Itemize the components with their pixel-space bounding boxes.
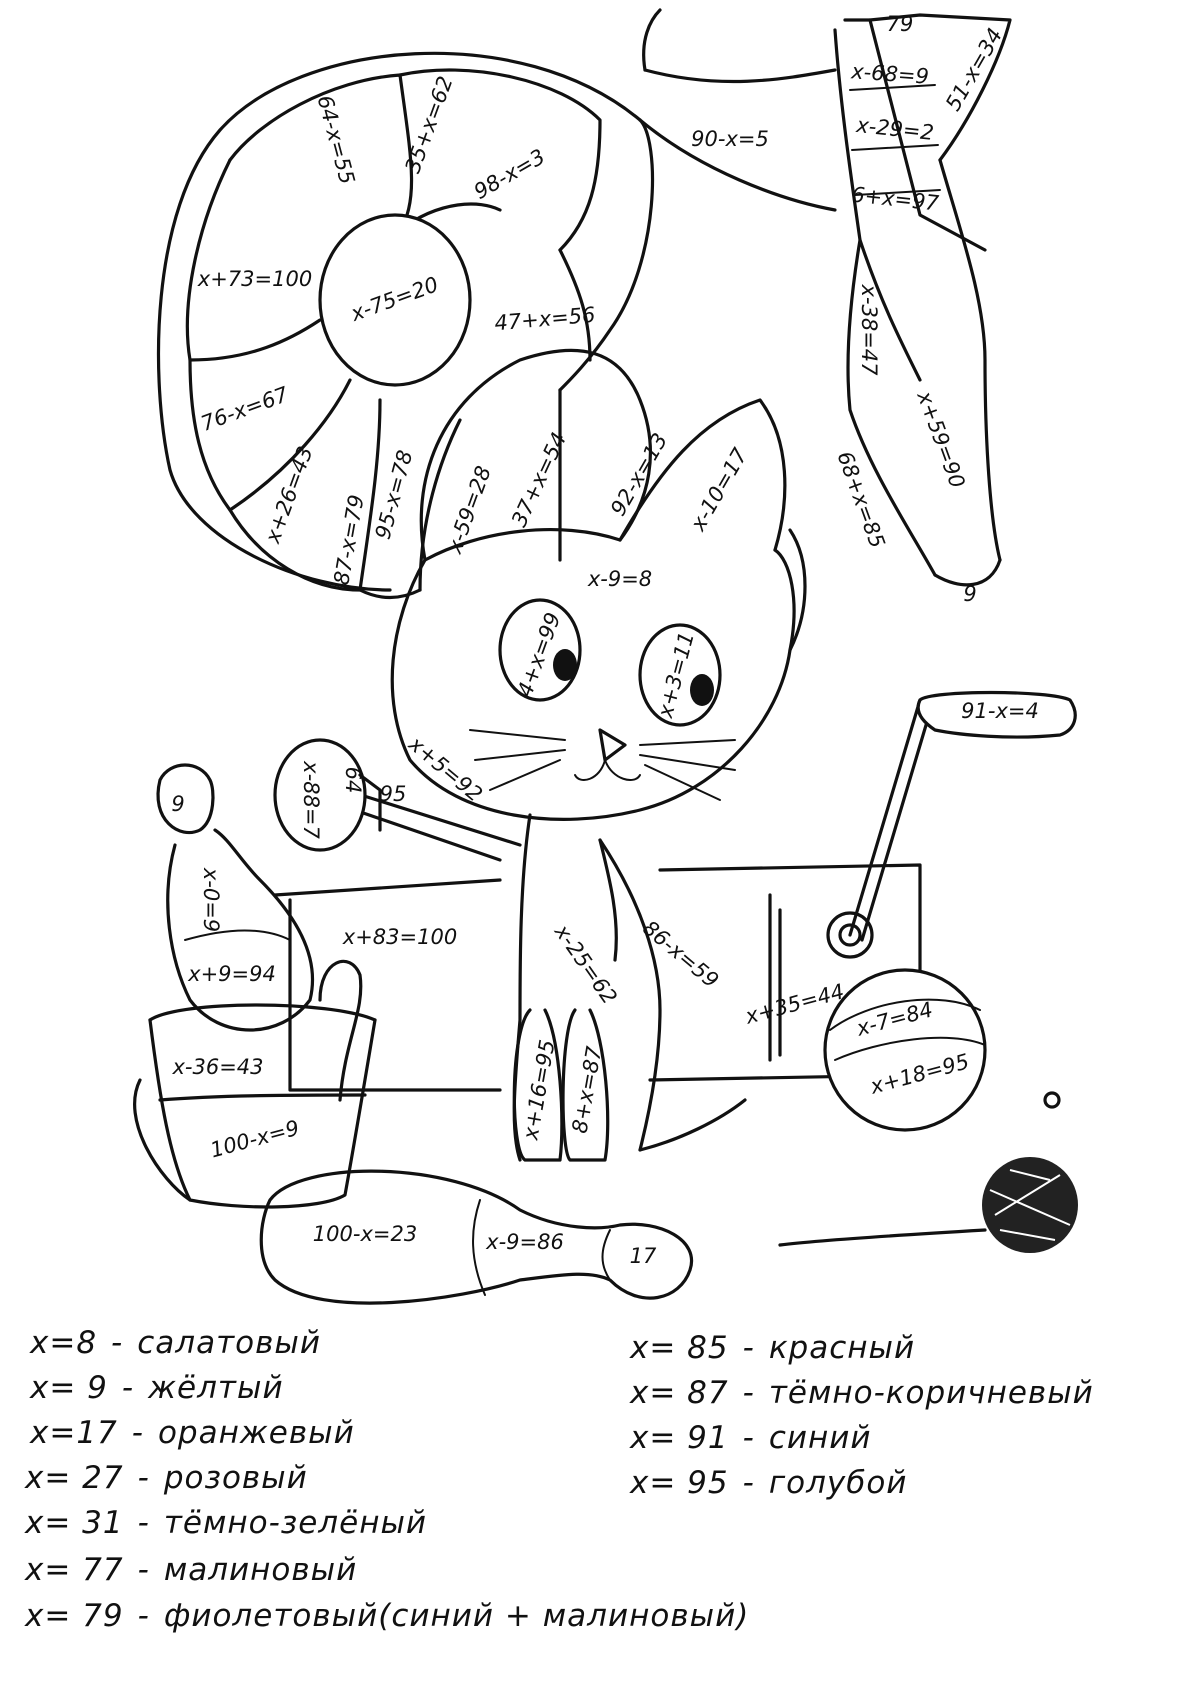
yarn-ball [778,1091,1078,1253]
cat-head [390,348,807,821]
eq-90x: 90-x=5 [691,127,769,151]
eq-x68: x-68=9 [849,59,929,88]
eq-9b: 9 [171,792,184,816]
eq-17: 17 [630,1244,657,1268]
eq-51x: 51-x=34 [941,24,1007,115]
eq-x29: x-29=2 [854,113,935,145]
eq-37x: 37+x=54 [507,429,571,531]
eq-x88: x-88=7 [299,760,323,839]
gramophone-horn [156,8,837,600]
eq-79: 79 [887,12,914,36]
eq-98x: 98-x=3 [470,144,549,204]
eq-91x: 91-x=4 [961,699,1039,723]
eq-68x: 68+x=85 [832,448,889,551]
eq-x73: x+73=100 [197,267,312,291]
eq-x9b: x+9=94 [187,962,276,986]
bucket [133,959,377,1209]
eq-x36: x-36=43 [171,1055,263,1079]
eq-35x: 35+x=62 [401,73,458,176]
eq-86x: 86-x=59 [638,916,723,993]
eq-8x: 8+x=87 [568,1044,607,1135]
eq-x0: x-0=9 [199,867,223,932]
bowling-pin-bottom [259,1169,694,1305]
eq-x25: x-25=62 [549,919,621,1008]
eq-100xa: 100-x=9 [208,1116,302,1163]
eq-x59a: x+59=90 [912,387,969,491]
eq-x16: x+16=95 [518,1038,559,1143]
eq-47x: 47+x=56 [494,303,597,336]
eq-9a: 9 [963,582,976,606]
eq-x9c: x-9=86 [485,1230,564,1254]
ball [823,968,987,1132]
eq-cb: 64 [341,767,365,794]
eq-x26: x+26=43 [260,443,317,547]
eq-x9a: x-9=8 [587,567,652,591]
eq-76x: 76-x=67 [198,382,292,436]
gramophone-box [273,690,1077,1092]
eq-95a: 95 [380,782,407,806]
bowling-pin-left [156,763,315,1032]
eq-x83: x+83=100 [342,925,457,949]
cat-body [512,813,747,1162]
eq-100xb: 100-x=23 [313,1222,417,1246]
eq-x59b: x-59=28 [442,463,496,558]
eq-6x: 6+x=97 [850,182,940,215]
eq-x38: x-38=47 [857,283,881,376]
scarf [833,13,1012,587]
eq-64x: 64-x=55 [313,93,360,187]
eq-x10: x-10=17 [685,444,752,536]
